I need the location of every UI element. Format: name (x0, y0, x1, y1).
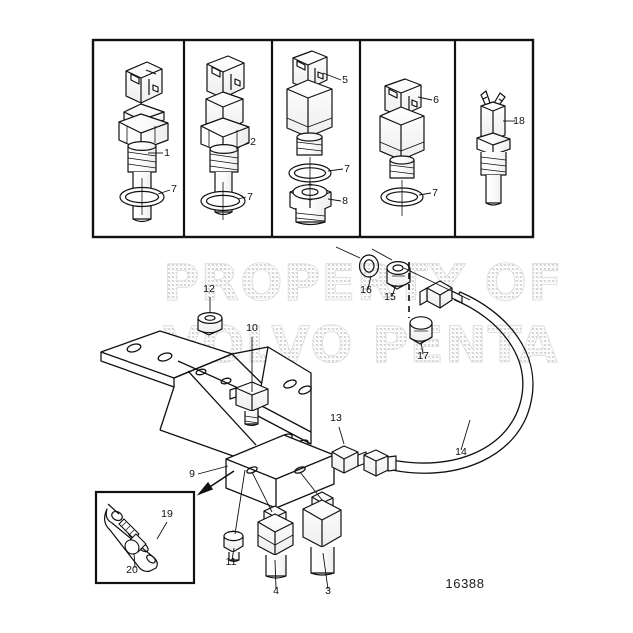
callout-18: 18 (513, 115, 525, 127)
part-9-junction-block (225, 434, 335, 509)
callout-11: 11 (226, 556, 237, 568)
part-20-screw (118, 518, 147, 555)
callout-13: 13 (330, 412, 342, 424)
part-3-sender (302, 491, 342, 576)
part-group-2-temperature-sender (200, 55, 250, 220)
part-17-fitting (409, 316, 433, 345)
callout-2: 2 (250, 136, 256, 148)
assembly-direction-arrow (196, 470, 235, 496)
callout-20: 20 (126, 564, 138, 576)
hose-end-fitting-lower (363, 449, 397, 477)
callout-leader-lines (133, 72, 515, 590)
leader-lines-upper (335, 246, 471, 301)
top-panel-frame (91, 38, 535, 239)
callout-9: 9 (189, 468, 195, 480)
part-4-sender (257, 505, 294, 579)
part-16-seal (358, 254, 380, 278)
part-10-sender (229, 381, 269, 427)
callout-12: 12 (203, 283, 215, 295)
callout-1: 1 (164, 147, 170, 159)
part-group-6-pressure-sender (379, 78, 425, 216)
callout-15: 15 (384, 291, 396, 303)
top-panel-dividers (182, 40, 457, 237)
callout-7d: 7 (432, 187, 438, 199)
callout-4: 4 (273, 585, 279, 597)
part-group-5-pressure-sender (286, 50, 333, 226)
part-11-screw (223, 530, 244, 563)
drawing-number: 16388 (445, 576, 484, 591)
watermark-line-1: PROPERTY OF (163, 254, 563, 312)
callout-10: 10 (246, 322, 258, 334)
callout-7a: 7 (171, 183, 177, 195)
callout-5: 5 (342, 74, 348, 86)
watermark: PROPERTY OF VOLVO PENTA (163, 254, 563, 375)
part-group-18-bimetal-switch (476, 90, 511, 206)
callout-7b: 7 (247, 191, 253, 203)
callout-7c: 7 (344, 163, 350, 175)
callout-17: 17 (417, 350, 429, 362)
callout-8: 8 (342, 195, 348, 207)
inset-panel-frame (94, 490, 196, 585)
part-group-1-temperature-sender (118, 61, 169, 223)
part-12-bushing (197, 312, 223, 336)
watermark-line-2: VOLVO PENTA (163, 316, 559, 374)
part-15-fitting (386, 261, 411, 290)
callout-6: 6 (433, 94, 439, 106)
callout-14: 14 (455, 446, 467, 458)
callout-16: 16 (360, 284, 372, 296)
callout-19: 19 (161, 508, 173, 520)
callout-3: 3 (325, 585, 331, 597)
callout-numbers: 1 7 2 7 5 7 8 6 7 18 12 10 16 15 17 13 1… (126, 74, 525, 597)
